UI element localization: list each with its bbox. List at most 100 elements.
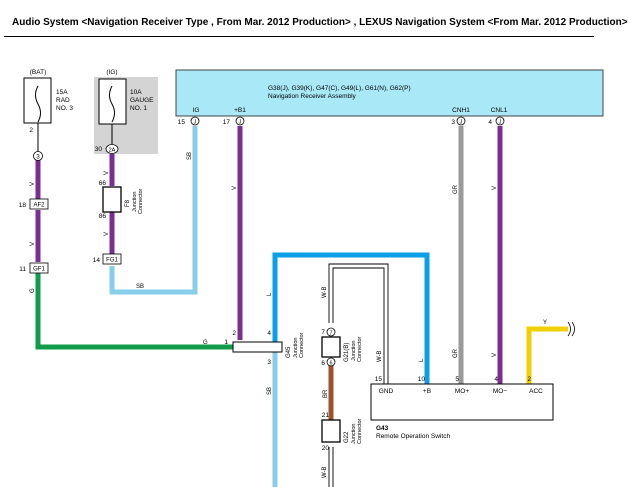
wire-g: [35, 272, 233, 350]
switch-pin-b-name: +B: [423, 388, 431, 395]
g22-junction-box: [321, 419, 341, 443]
receiver-pin-b1-conn: J: [239, 120, 242, 126]
af2-connector-box: [29, 198, 49, 210]
rad-fuse-icon: [35, 85, 41, 123]
label-gr-upper: GR: [453, 184, 459, 194]
rad-connector-3-label: 3: [36, 155, 40, 161]
gauge-fuse-icon: [109, 85, 115, 123]
receiver-assembly-box: [175, 69, 604, 117]
label-v-gauge: V: [104, 171, 110, 175]
wire-wb-2: [328, 263, 389, 384]
receiver-pin-b1-connector: [235, 116, 245, 126]
af2-label: AF2: [33, 203, 45, 209]
label-sb-horizontal: SB: [136, 284, 144, 290]
receiver-pin-cnh1-conn: J: [460, 120, 463, 126]
g22-id: G22: [344, 431, 350, 443]
switch-pin-acc-name: ACC: [529, 388, 543, 395]
switch-box: [370, 383, 554, 421]
label-v-b1: V: [232, 186, 238, 190]
rad-fuse-box: [23, 77, 52, 124]
af2-pin: 18: [19, 202, 27, 209]
receiver-pin-ig-name: IG: [193, 107, 200, 114]
gauge-fuse-name1: GAUGE: [130, 97, 154, 104]
label-v-gauge-2: V: [104, 232, 110, 236]
g45-id: G45: [286, 346, 292, 358]
switch-id: G43: [376, 425, 389, 432]
g21-pin-bottom: 6: [321, 360, 325, 367]
receiver-pin-cnl1-connector: [495, 116, 505, 126]
g22-pin-bottom: 20: [322, 445, 330, 452]
g21-pin-top-connector: [326, 327, 336, 337]
receiver-pin-cnh1-connector: [456, 116, 466, 126]
receiver-codes: G38(J), G39(K), G47(C), G49(L), G61(N), …: [268, 85, 411, 92]
receiver-pin-cnh1-name: CNH1: [452, 107, 470, 114]
receiver-pin-ig-conn: J: [194, 120, 197, 126]
switch-pin-gnd-name: GND: [379, 388, 394, 395]
g22-pin-top: 21: [322, 412, 330, 419]
f8-id: F8: [125, 199, 131, 207]
label-sb-down: SB: [267, 387, 273, 395]
receiver-pin-cnh1-number: 3: [451, 119, 455, 126]
g22-label2: Connector: [357, 418, 363, 444]
switch-pin-acc-num: 2: [527, 376, 531, 383]
g21-pin-top: 7: [321, 329, 325, 336]
g45-junction-box: [232, 341, 283, 353]
label-wb-upper-left: W-B: [322, 286, 328, 298]
switch-name: Remote Operation Switch: [376, 433, 450, 440]
g22-label1: Junction: [351, 424, 357, 445]
f8-junction-box: [102, 186, 122, 213]
g45-pin2: 2: [232, 330, 236, 337]
switch-pin-mop-num: 5: [455, 376, 459, 383]
fg1-pin: 14: [93, 257, 101, 264]
g21-label1: Junction: [351, 341, 357, 362]
label-wb-bottom: W-B: [322, 466, 328, 478]
g21-pin-top-label: 7: [329, 331, 332, 337]
receiver-pin-b1-number: 17: [223, 119, 231, 126]
wire-wb-1: [332, 267, 385, 384]
gauge-supply-label: (IG): [106, 69, 117, 76]
label-sb-ig: SB: [187, 152, 193, 160]
g45-pin1: 1: [224, 339, 228, 346]
g45-pin3: 3: [267, 359, 271, 366]
receiver-pin-cnl1-name: CNL1: [491, 107, 508, 114]
label-g-vertical: G: [30, 288, 36, 293]
f8-pin-bottom: 86: [99, 213, 107, 220]
label-v-cnl1-lower: V: [492, 353, 498, 357]
receiver-pin-cnl1-conn: J: [499, 120, 502, 126]
receiver-pin-b1-name: +B1: [234, 107, 246, 114]
switch-pin-mom-num: 4: [494, 376, 498, 383]
label-gr-lower: GR: [453, 348, 459, 358]
gf1-pin: 11: [19, 266, 26, 273]
label-y: Y: [543, 320, 547, 326]
wire-sb-ig: [109, 126, 198, 295]
receiver-pin-ig-number: 15: [178, 119, 186, 126]
wiring-diagram: G38(J), G39(K), G47(C), G49(L), G61(N), …: [19, 69, 604, 487]
gauge-fuse-pin: 30: [95, 146, 103, 153]
label-v-rad: V: [30, 182, 36, 186]
wire-l-plus-b: [272, 252, 430, 384]
gauge-connector-2a: [105, 144, 119, 154]
page-title: Audio System <Navigation Receiver Type ,…: [12, 17, 628, 28]
receiver-pin-ig-connector: [190, 116, 200, 126]
g21-pin-bottom-connector: [326, 357, 336, 367]
label-br: BR: [323, 389, 329, 398]
gauge-fuse-name2: NO. 1: [130, 105, 147, 112]
receiver-name: Navigation Receiver Assembly: [268, 93, 357, 100]
gf1-connector-box: [29, 262, 49, 274]
f8-label2: Connector: [138, 188, 144, 214]
label-v-cnl1-upper: V: [492, 186, 498, 190]
label-l-plus-b: L: [419, 358, 425, 362]
g21-pin-bottom-label: 6: [329, 361, 332, 367]
switch-pin-mop-name: MO+: [455, 388, 469, 395]
gauge-connector-2a-label: 2A: [109, 148, 116, 154]
rad-fuse-name1: RAD: [56, 97, 70, 104]
gauge-fuse-box: [98, 78, 127, 125]
label-g-horizontal: G: [203, 340, 208, 346]
rad-fuse-name2: NO. 3: [56, 105, 73, 112]
rad-fuse-rating: 15A: [56, 89, 68, 96]
f8-label1: Junction: [132, 192, 138, 213]
g45-pin4: 4: [267, 330, 271, 337]
switch-pin-mom-name: MO−: [493, 388, 507, 395]
gf1-label: GF1: [33, 267, 45, 273]
g21-junction-box: [321, 336, 341, 358]
